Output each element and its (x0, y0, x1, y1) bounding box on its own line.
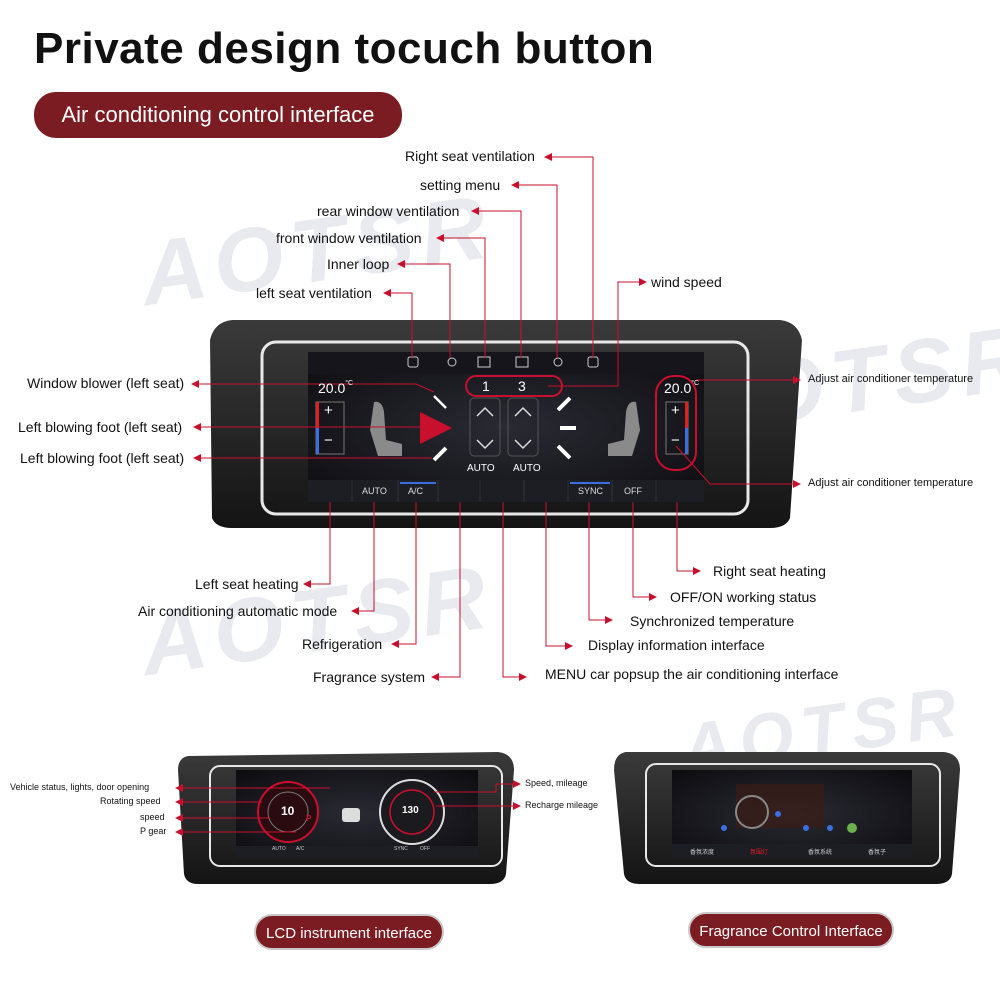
callout-speed: speed (140, 812, 165, 822)
right-auto-button[interactable]: AUTO (513, 463, 541, 474)
lcd-sync-button[interactable]: SYNC (394, 846, 408, 852)
sync-button[interactable]: SYNC (578, 486, 604, 496)
callout-recharge-mileage: Recharge mileage (525, 800, 599, 810)
section-label: Air conditioning control interface (34, 92, 402, 138)
callout-menu-popup: MENU car popsup the air conditioning int… (545, 666, 839, 682)
callout-left-blowing-foot-2: Left blowing foot (left seat) (20, 450, 185, 466)
lcd-interface-label: LCD instrument interface (254, 914, 444, 950)
off-button[interactable]: OFF (624, 486, 642, 496)
lcd-off-button[interactable]: OFF (420, 846, 430, 852)
callout-off-on-status: OFF/ON working status (670, 589, 817, 605)
fragrance-tab-4[interactable]: 香氛子 (868, 850, 887, 856)
callout-right-seat-heating: Right seat heating (713, 563, 826, 579)
left-temp-plus-button[interactable]: + (324, 402, 333, 419)
lcd-auto-button[interactable]: AUTO (272, 846, 286, 852)
fragrance-interface-label: Fragrance Control Interface (688, 912, 894, 948)
page-title: Private design tocuch button (34, 24, 655, 73)
callout-front-window-ventilation: front window ventilation (276, 230, 422, 246)
right-fan-level: 3 (518, 378, 526, 394)
callout-refrigeration: Refrigeration (302, 636, 383, 652)
fragrance-tab-1[interactable]: 香氛浓度 (690, 850, 715, 856)
callout-adjust-temp-2: Adjust air conditioner temperature (808, 477, 974, 489)
lcd-ac-button[interactable]: A/C (296, 846, 305, 852)
callout-speed-mileage: Speed, mileage (525, 778, 588, 788)
callout-p-gear: P gear (140, 826, 167, 836)
callout-adjust-temp-1: Adjust air conditioner temperature (808, 373, 974, 385)
callout-display-info: Display information interface (588, 637, 765, 653)
lcd-gauge-right-value: 130 (402, 805, 419, 816)
lcd-gear-indicator: P (306, 814, 312, 823)
callout-wind-speed: wind speed (651, 274, 722, 290)
left-temp-readout: 20.0°C (318, 380, 354, 396)
callout-vehicle-status: Vehicle status, lights, door opening (10, 782, 150, 792)
callout-rotating-speed: Rotating speed (100, 796, 161, 806)
callout-window-blower: Window blower (left seat) (27, 375, 185, 391)
left-fan-level: 1 (482, 378, 490, 394)
callout-inner-loop: Inner loop (327, 256, 390, 272)
ac-button[interactable]: A/C (408, 486, 424, 496)
lcd-gauge-left-value: 10 (281, 804, 295, 818)
right-temp-plus-button[interactable]: + (671, 402, 680, 419)
left-temp-minus-button[interactable]: − (324, 432, 333, 449)
callout-left-seat-ventilation: left seat ventilation (256, 285, 372, 301)
callout-rear-window-ventilation: rear window ventilation (317, 203, 460, 219)
auto-mode-button[interactable]: AUTO (362, 486, 387, 496)
fragrance-tab-3[interactable]: 香氛系统 (808, 850, 833, 856)
callout-setting-menu: setting menu (420, 177, 501, 193)
callout-fragrance-system: Fragrance system (313, 669, 426, 685)
fragrance-tab-2[interactable]: 氛围灯 (750, 850, 769, 856)
callout-left-blowing-foot-1: Left blowing foot (left seat) (18, 419, 183, 435)
callout-right-seat-ventilation: Right seat ventilation (405, 148, 535, 164)
right-temp-minus-button[interactable]: − (671, 432, 680, 449)
left-auto-button[interactable]: AUTO (467, 463, 495, 474)
right-temp-readout: 20.0°C (664, 380, 700, 396)
callout-sync-temp: Synchronized temperature (630, 613, 795, 629)
callout-ac-auto-mode: Air conditioning automatic mode (138, 603, 338, 619)
callout-left-seat-heating: Left seat heating (195, 576, 299, 592)
